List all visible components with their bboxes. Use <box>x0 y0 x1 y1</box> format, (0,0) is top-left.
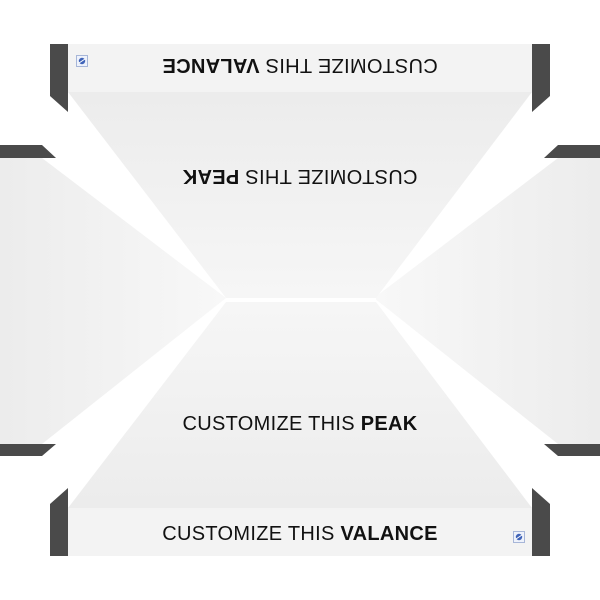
top-valance-label-emphasis: VALANCE <box>162 54 260 76</box>
right-peak-panel <box>374 158 600 444</box>
bottom-valance-label[interactable]: CUSTOMIZE THIS VALANCE <box>162 523 438 546</box>
top-valance-left-post <box>50 44 68 112</box>
brand-logo-icon <box>76 55 88 67</box>
bottom-peak-panel <box>68 302 532 508</box>
right-frame-bottom <box>544 444 600 456</box>
brand-logo-mark <box>78 57 86 65</box>
left-frame-top <box>0 145 56 158</box>
left-frame-bottom <box>0 444 56 456</box>
bottom-valance-label-emphasis: VALANCE <box>340 523 438 545</box>
top-valance-label[interactable]: CUSTOMIZE THIS VALANCE <box>162 53 438 76</box>
top-valance-label-prefix: CUSTOMIZE THIS <box>259 54 438 76</box>
top-peak-label-prefix: CUSTOMIZE THIS <box>239 165 418 187</box>
right-frame-top <box>544 145 600 158</box>
bottom-valance-left-post <box>50 488 68 556</box>
top-peak-label-emphasis: PEAK <box>182 165 240 187</box>
left-peak-panel <box>0 158 226 444</box>
brand-logo-icon <box>513 531 525 543</box>
bottom-peak-label[interactable]: CUSTOMIZE THIS PEAK <box>182 413 417 436</box>
bottom-valance-right-post <box>532 488 550 556</box>
top-peak-label[interactable]: CUSTOMIZE THIS PEAK <box>182 164 417 187</box>
top-peak-panel <box>68 92 532 298</box>
bottom-valance-strip <box>68 508 532 556</box>
top-valance-right-post <box>532 44 550 112</box>
top-valance-strip <box>68 44 532 92</box>
bottom-peak-label-emphasis: PEAK <box>360 413 418 435</box>
bottom-peak-label-prefix: CUSTOMIZE THIS <box>182 413 361 435</box>
brand-logo-mark <box>515 533 523 541</box>
bottom-valance-label-prefix: CUSTOMIZE THIS <box>162 523 341 545</box>
